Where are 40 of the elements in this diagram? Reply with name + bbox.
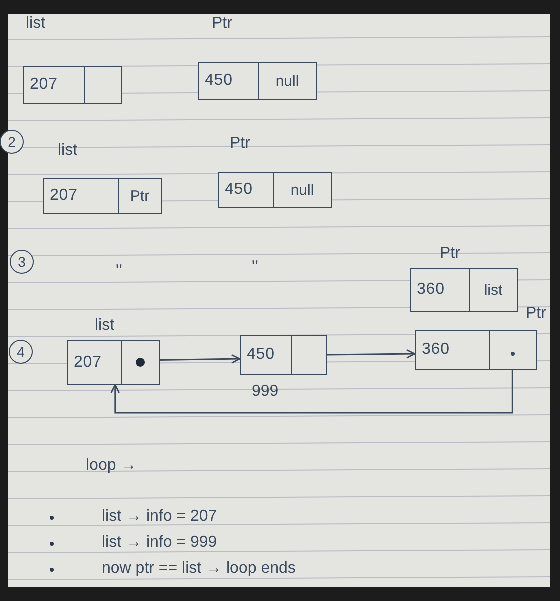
pointer-value: Ptr (130, 188, 150, 204)
step-number: 3 (18, 255, 26, 269)
pointer-arrow (327, 349, 416, 359)
pointer-arrow (160, 354, 241, 364)
list-node-box (240, 335, 327, 375)
pointer-arrow (110, 370, 514, 414)
step-number: 2 (8, 135, 16, 149)
variable-name-label: list (26, 16, 46, 32)
variable-name-label: Ptr (230, 136, 250, 152)
ditto-mark: " (252, 258, 258, 276)
pointer-value: null (290, 182, 314, 198)
node-value: 450 (205, 73, 233, 89)
note-text: list → info = 999 (102, 535, 218, 551)
node-value: 207 (30, 77, 58, 93)
loop-heading: loop → (86, 458, 137, 474)
pointer-value: list (484, 282, 503, 298)
variable-name-label: list (95, 318, 115, 334)
pointer-value: null (276, 74, 300, 88)
step-number: 4 (17, 345, 25, 359)
note-text: now ptr == list → loop ends (102, 561, 296, 577)
list-node-box (198, 62, 317, 100)
ditto-mark: " (116, 262, 122, 280)
list-node-box (410, 268, 518, 312)
node-value: 450 (225, 182, 253, 198)
variable-name-label: Ptr (526, 306, 546, 322)
variable-name-label: Ptr (440, 246, 460, 262)
note-text: list → info = 207 (102, 509, 218, 525)
node-value: 207 (74, 354, 102, 370)
variable-name-label: Ptr (212, 16, 232, 32)
list-node-box (23, 66, 122, 104)
variable-name-label: list (58, 143, 78, 159)
list-node-box (67, 340, 160, 385)
value-note: 999 (252, 384, 279, 400)
node-value: 450 (247, 347, 275, 363)
list-node-box (218, 172, 332, 208)
node-value: 360 (422, 342, 450, 358)
node-value: 360 (417, 282, 445, 298)
list-node-box (43, 178, 162, 214)
node-value: 207 (50, 188, 78, 204)
list-node-box (415, 330, 537, 370)
